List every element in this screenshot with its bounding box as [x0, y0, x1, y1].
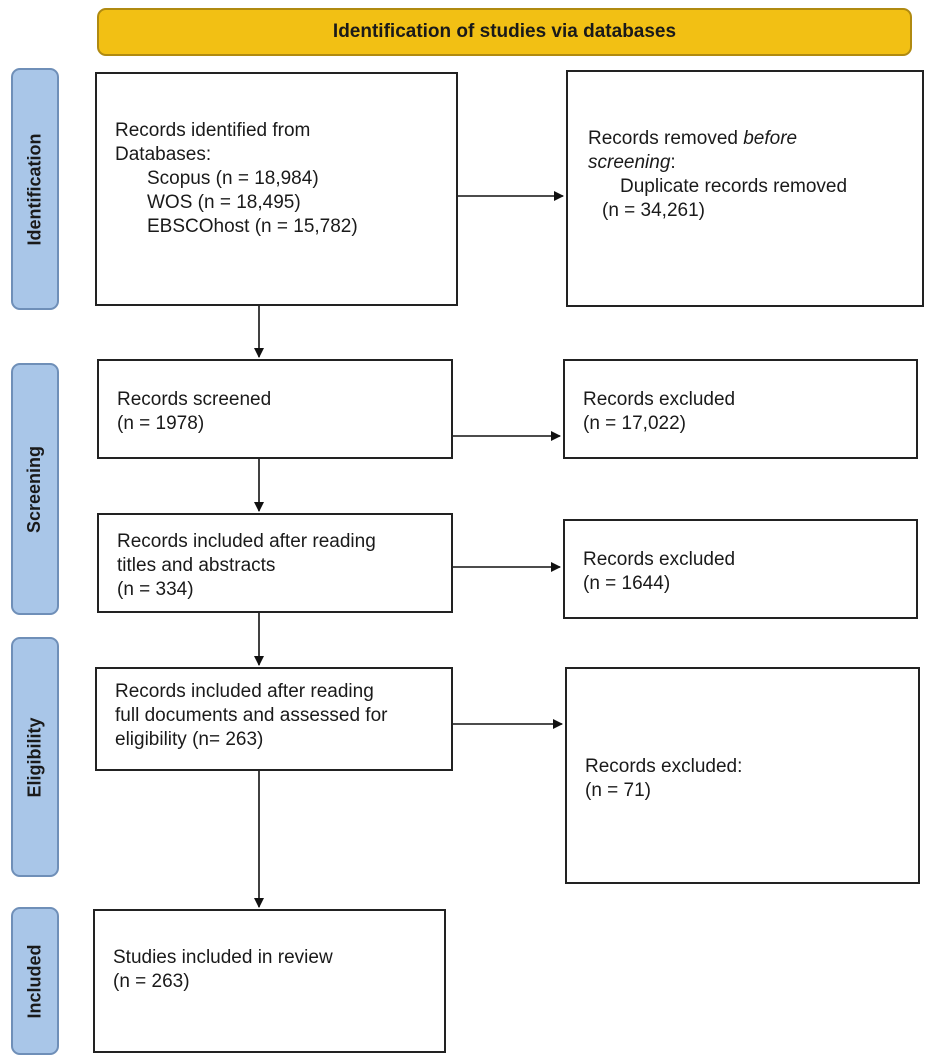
records-excluded-1-count: (n = 17,022) [583, 413, 686, 434]
header-title: Identification of studies via databases [97, 8, 912, 56]
records-excluded-3-box: Records excluded: (n = 71) [565, 667, 920, 884]
records-screened-count: (n = 1978) [117, 413, 205, 434]
records-identified-box: Records identified from Databases: Scopu… [95, 72, 458, 306]
titles-abstracts-count: (n = 334) [117, 579, 194, 600]
records-identified-line: Records identified from [115, 120, 311, 141]
titles-abstracts-box: Records included after reading titles an… [97, 513, 453, 613]
stage-eligibility: Eligibility [11, 637, 59, 877]
duplicates-count: (n = 34,261) [602, 200, 705, 221]
full-documents-box: Records included after reading full docu… [95, 667, 453, 771]
stage-included: Included [11, 907, 59, 1055]
records-excluded-3-count: (n = 71) [585, 780, 652, 801]
full-documents-count: eligibility (n= 263) [115, 729, 264, 750]
titles-abstracts-line1: Records included after reading [117, 531, 376, 552]
studies-included-label: Studies included in review [113, 947, 333, 968]
stage-identification: Identification [11, 68, 59, 310]
studies-included-box: Studies included in review (n = 263) [93, 909, 446, 1053]
full-documents-line1: Records included after reading [115, 681, 374, 702]
scopus-count: Scopus (n = 18,984) [147, 168, 319, 189]
stage-screening: Screening [11, 363, 59, 615]
studies-included-count: (n = 263) [113, 971, 190, 992]
duplicates-removed-label: Duplicate records removed [620, 176, 848, 197]
records-excluded-2-box: Records excluded (n = 1644) [563, 519, 918, 619]
ebsco-count: EBSCOhost (n = 15,782) [147, 216, 358, 237]
databases-label: Databases: [115, 144, 212, 165]
titles-abstracts-line2: titles and abstracts [117, 555, 276, 576]
records-screened-label: Records screened [117, 389, 272, 410]
records-excluded-3-label: Records excluded: [585, 756, 743, 777]
wos-count: WOS (n = 18,495) [147, 192, 301, 213]
screening-label: screening: [588, 152, 676, 173]
records-excluded-1-label: Records excluded [583, 389, 736, 410]
records-excluded-2-count: (n = 1644) [583, 573, 671, 594]
records-screened-box: Records screened (n = 1978) [97, 359, 453, 459]
records-excluded-1-box: Records excluded (n = 17,022) [563, 359, 918, 459]
records-removed-line: Records removed before [588, 128, 798, 149]
records-removed-box: Records removed before screening: Duplic… [566, 70, 924, 307]
records-excluded-2-label: Records excluded [583, 549, 736, 570]
full-documents-line2: full documents and assessed for [115, 705, 388, 726]
